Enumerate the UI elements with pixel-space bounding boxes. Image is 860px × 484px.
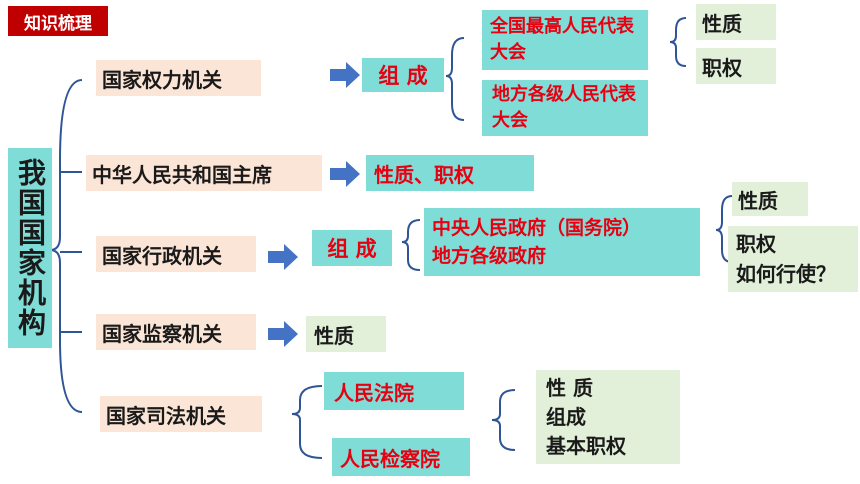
chair-nature-duty: 性质、职权 xyxy=(366,155,534,191)
organ-supervision-label: 国家监察机关 xyxy=(102,321,222,346)
organ-chair: 中华人民共和国主席 xyxy=(86,155,322,191)
arrow-admin xyxy=(268,244,298,270)
judicial-details: 性 质 组成 基本职权 xyxy=(536,370,680,464)
admin-nature: 性质 xyxy=(732,182,808,216)
power-compose: 组 成 xyxy=(362,58,444,92)
section-tag-label: 知识梳理 xyxy=(24,13,92,34)
judicial-court-label: 人民法院 xyxy=(334,380,414,405)
organ-judicial: 国家司法机关 xyxy=(100,396,262,432)
root-brace xyxy=(49,79,83,413)
admin-compose: 组 成 xyxy=(312,230,392,266)
supervision-nature: 性质 xyxy=(306,316,386,352)
power-npc: 全国最高人民代表大会 xyxy=(482,10,648,70)
power-local-label: 地方各级人民代表大会 xyxy=(492,84,636,131)
organ-admin-label: 国家行政机关 xyxy=(102,243,222,268)
root-node: 我国国家机构 xyxy=(8,148,52,348)
admin-duty: 职权 如何行使？ xyxy=(728,226,858,292)
power-compose-label: 组 成 xyxy=(378,64,428,88)
judicial-procuratorate-label: 人民检察院 xyxy=(340,446,440,471)
organ-admin: 国家行政机关 xyxy=(96,236,256,272)
power-brace xyxy=(445,37,465,121)
organ-judicial-label: 国家司法机关 xyxy=(106,403,226,428)
judicial-procuratorate: 人民检察院 xyxy=(332,438,470,476)
admin-local-label: 地方各级政府 xyxy=(432,245,547,267)
power-npc-label: 全国最高人民代表大会 xyxy=(490,16,634,63)
chair-nature-duty-label: 性质、职权 xyxy=(374,162,474,187)
organ-power-label: 国家权力机关 xyxy=(102,67,222,92)
supervision-nature-label: 性质 xyxy=(314,323,354,348)
arrow-chair xyxy=(330,161,360,187)
admin-central-label: 中央人民政府（国务院） xyxy=(432,217,642,239)
admin-bodies: 中央人民政府（国务院） 地方各级政府 xyxy=(424,208,700,276)
judicial-brace xyxy=(291,385,323,459)
admin-duty-brace xyxy=(715,195,733,263)
admin-duty-label: 职权 xyxy=(736,232,776,256)
power-duty: 职权 xyxy=(696,48,776,84)
power-local: 地方各级人民代表大会 xyxy=(482,80,648,136)
power-nature-label: 性质 xyxy=(702,11,742,36)
admin-nature-label: 性质 xyxy=(738,188,778,213)
admin-compose-label: 组 成 xyxy=(327,237,377,261)
organ-power: 国家权力机关 xyxy=(96,60,261,96)
organ-supervision: 国家监察机关 xyxy=(96,314,256,350)
judicial-court: 人民法院 xyxy=(324,372,464,410)
power-nature: 性质 xyxy=(696,4,776,40)
judicial-detail-brace xyxy=(491,389,516,451)
judicial-compose-label: 组成 xyxy=(546,404,586,429)
arrow-supervision xyxy=(268,321,298,347)
section-tag: 知识梳理 xyxy=(8,6,108,36)
admin-brace xyxy=(401,219,421,271)
admin-exercise-label: 如何行使？ xyxy=(736,262,836,286)
organ-chair-label: 中华人民共和国主席 xyxy=(92,162,272,187)
root-label: 我国国家机构 xyxy=(14,158,47,338)
power-duty-label: 职权 xyxy=(702,55,742,80)
judicial-basic-duty-label: 基本职权 xyxy=(546,433,626,458)
npc-brace xyxy=(669,17,687,67)
arrow-power xyxy=(330,62,360,88)
judicial-nature-label: 性 质 xyxy=(546,375,593,400)
